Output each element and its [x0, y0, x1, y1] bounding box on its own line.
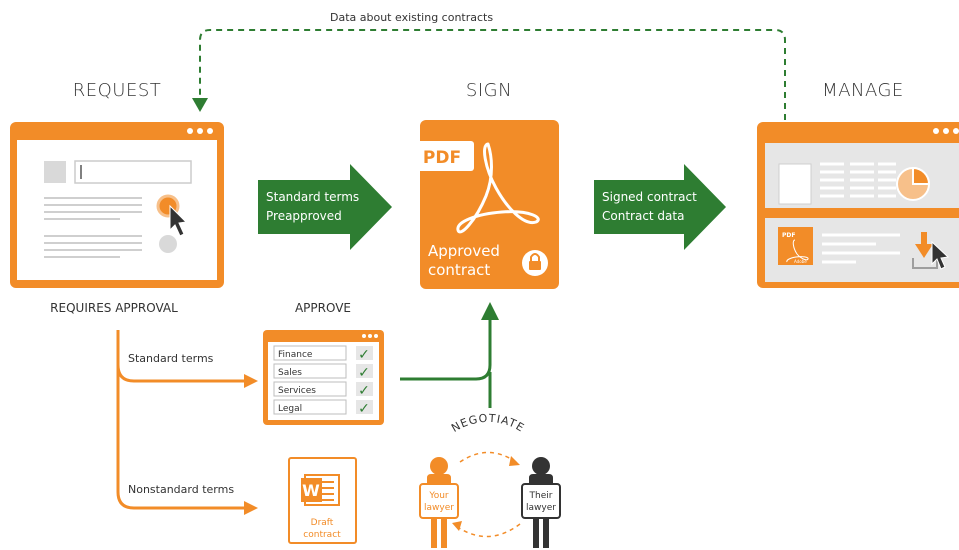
word-logo-letter: W — [302, 481, 320, 500]
branch-label-standard: Standard terms — [128, 352, 214, 365]
stage-title-manage: MANAGE — [822, 80, 904, 101]
your-lawyer-line2: lawyer — [424, 503, 454, 513]
stage-title-sign: SIGN — [466, 80, 512, 101]
their-lawyer-line1: Their — [529, 491, 553, 501]
checklist-item-label: Sales — [278, 368, 302, 378]
negotiate-title: NEGOTIATE — [449, 412, 527, 435]
checklist-row: Finance ✓ — [273, 345, 373, 363]
feedback-loop-line — [199, 29, 786, 120]
draft-contract-document: W Draft contract — [288, 457, 357, 544]
pdf-file-logo-icon — [786, 239, 809, 263]
radio-unselected-icon — [159, 235, 177, 253]
pdf-badge — [410, 141, 474, 171]
stage-title-request: REQUEST — [73, 80, 162, 101]
form-text-field — [74, 160, 192, 184]
check-icon: ✓ — [358, 401, 370, 417]
their-lawyer-line2: lawyer — [526, 503, 556, 513]
form-image-placeholder — [44, 161, 66, 183]
draft-caption-line1: Draft — [311, 518, 334, 528]
your-lawyer-figure: Your lawyer — [419, 457, 459, 548]
check-icon: ✓ — [358, 383, 370, 399]
document-thumbnail — [778, 163, 812, 205]
checklist-row: Services ✓ — [273, 381, 373, 399]
feedback-loop-label: Data about existing contracts — [330, 11, 493, 24]
feedback-loop-arrowhead — [192, 98, 208, 112]
arrow-label-line1: Signed contract — [602, 190, 697, 204]
arrow-sign-to-manage: Signed contract Contract data — [594, 164, 726, 250]
request-caption: REQUIRES APPROVAL — [50, 301, 178, 315]
check-icon: ✓ — [358, 347, 370, 363]
your-lawyer-line1: Your — [428, 491, 449, 501]
acrobat-logo-icon — [456, 142, 540, 234]
arrow-request-to-sign: Standard terms Preapproved — [258, 164, 392, 250]
manage-mouse-pointer-icon — [931, 240, 950, 270]
download-icon — [912, 232, 938, 269]
pdf-file-icon — [778, 227, 813, 265]
form-text-lines — [44, 197, 142, 258]
sign-caption-line2: contract — [428, 261, 490, 279]
approval-checklist-window: Finance ✓ Sales ✓ Services ✓ Legal ✓ — [263, 330, 384, 425]
manage-window: PDF Adobe — [757, 122, 959, 288]
arrow-label-line1: Standard terms — [266, 190, 359, 204]
request-window — [10, 122, 224, 288]
checklist-item-label: Legal — [278, 404, 302, 414]
table-lines — [820, 162, 896, 198]
check-icon: ✓ — [358, 365, 370, 381]
checklist-row: Legal ✓ — [273, 399, 373, 417]
approve-title: APPROVE — [295, 301, 351, 315]
checklist-item-label: Finance — [278, 350, 313, 360]
pie-chart-icon — [896, 166, 931, 201]
approved-contract-card: PDF Approved contract — [410, 120, 559, 289]
branch-label-nonstandard: Nonstandard terms — [128, 483, 234, 496]
lock-icon — [522, 250, 548, 276]
sign-caption-line1: Approved — [428, 242, 500, 260]
draft-caption-line2: contract — [303, 530, 341, 540]
arrow-label-line2: Preapproved — [266, 209, 342, 223]
mouse-pointer-icon — [169, 204, 188, 237]
pdf-file-badge: PDF — [782, 232, 795, 239]
negotiate-title-text: NEGOTIATE — [449, 412, 526, 435]
document-list-lines — [822, 233, 900, 264]
pdf-file-brand: Adobe — [794, 259, 807, 264]
arrow-label-line2: Contract data — [602, 209, 684, 223]
their-lawyer-figure: Their lawyer — [521, 457, 561, 548]
negotiation-cycle — [452, 451, 521, 538]
approval-to-sign-path — [400, 302, 499, 408]
approval-branches — [116, 330, 258, 515]
checklist-row: Sales ✓ — [273, 363, 373, 381]
checklist-item-label: Services — [278, 386, 316, 396]
word-logo-icon — [301, 478, 322, 502]
pdf-badge-label: PDF — [423, 148, 461, 168]
